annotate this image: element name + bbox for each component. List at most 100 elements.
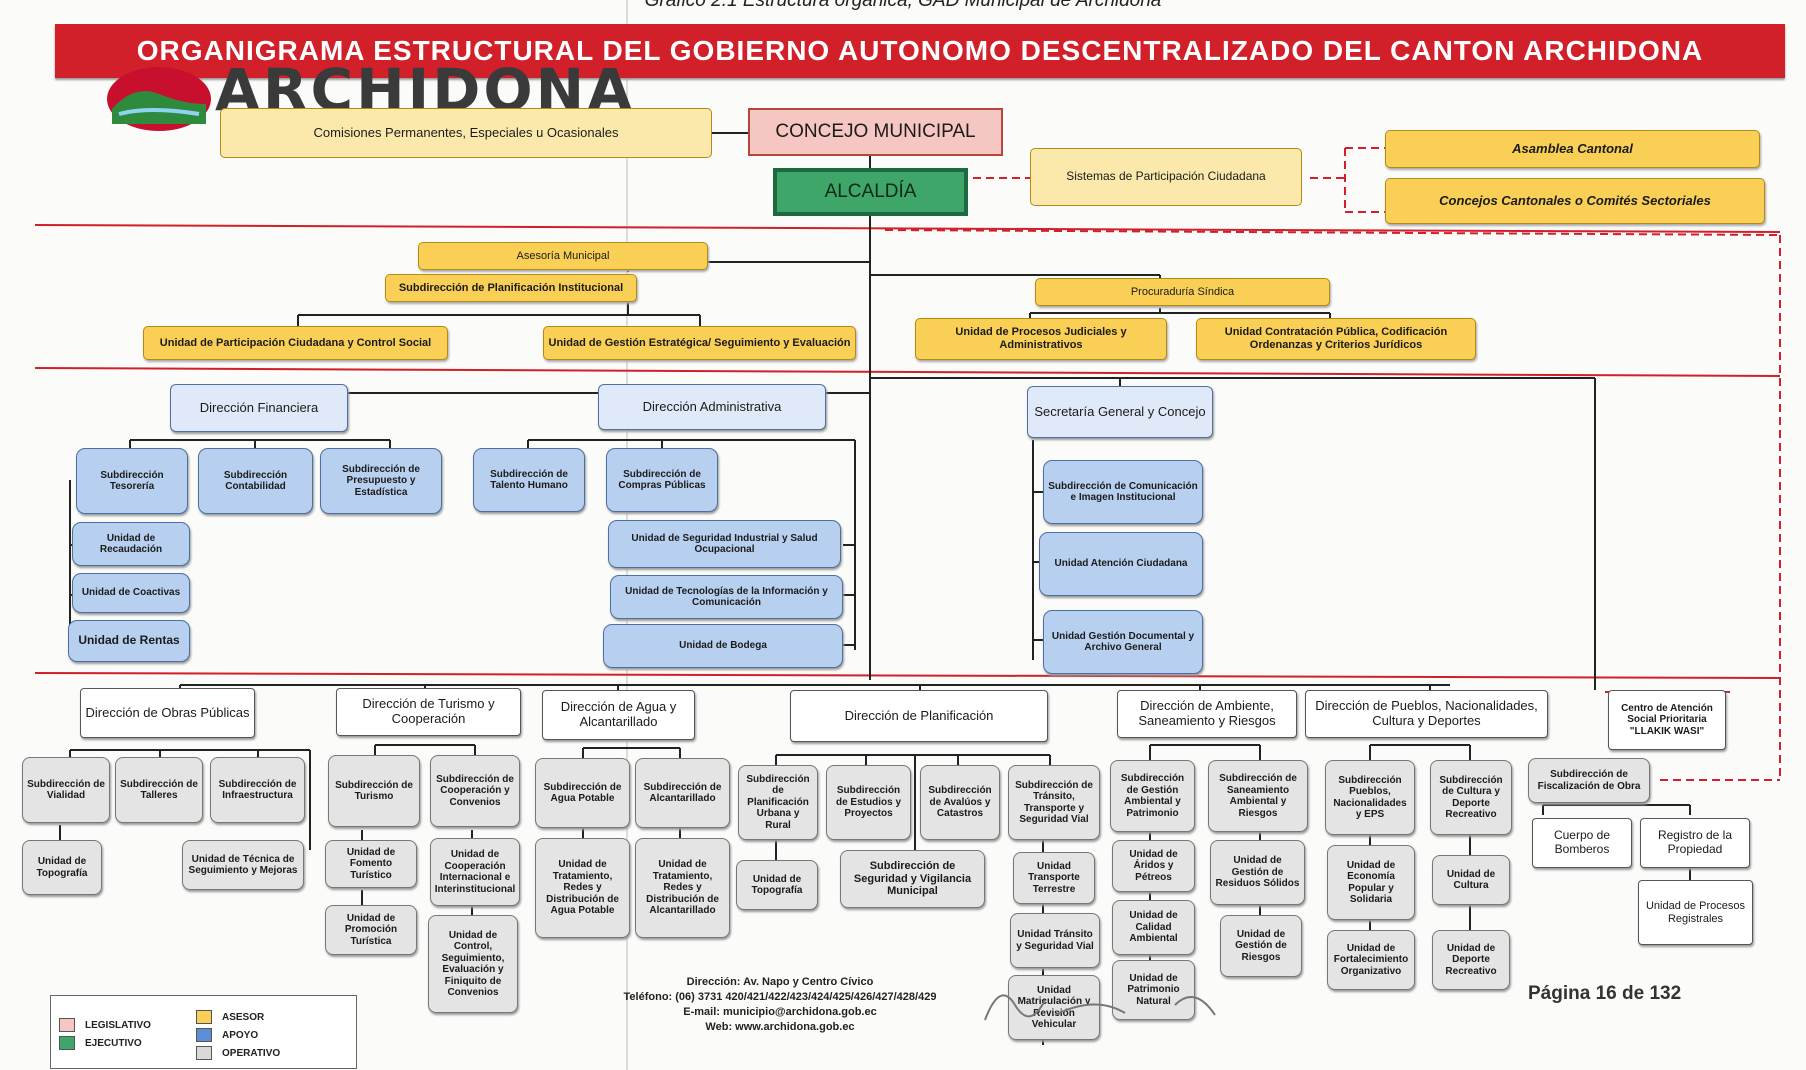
figure-caption: Gráfico 2.1 Estructura orgánica, GAD Mun… — [644, 0, 1162, 11]
unidad-matriculacion-box: Unidad Matriculación y Revisión Vehicula… — [1008, 975, 1100, 1040]
concejo-municipal-box: CONCEJO MUNICIPAL — [748, 108, 1003, 156]
comisiones-box: Comisiones Permanentes, Especiales u Oca… — [220, 108, 712, 158]
legend-legislativo: LEGISLATIVO — [59, 1018, 151, 1032]
unidad-fomento-turistico-box: Unidad de Fomento Turístico — [325, 840, 417, 888]
direccion-financiera-box: Dirección Financiera — [170, 384, 348, 432]
unidad-topografia-planificacion-box: Unidad de Topografía — [736, 860, 818, 910]
subdireccion-transito-box: Subdirección de Tránsito, Transporte y S… — [1008, 765, 1100, 840]
apoyo-swatch-icon — [196, 1028, 212, 1042]
legend-apoyo-label: APOYO — [222, 1029, 259, 1041]
centro-atencion-social-box: Centro de Atención Social Prioritaria "L… — [1608, 690, 1726, 750]
subdireccion-alcantarillado-box: Subdirección de Alcantarillado — [635, 758, 730, 828]
subdireccion-compras-publicas-box: Subdirección de Compras Públicas — [606, 448, 718, 512]
subdireccion-gestion-ambiental-box: Subdirección de Gestión Ambiental y Patr… — [1110, 760, 1195, 832]
footer-email: E-mail: municipio@archidona.gob.ec — [683, 1005, 877, 1018]
subdireccion-planificacion-institucional-box: Subdirección de Planificación Institucio… — [385, 274, 637, 302]
unidad-tratamiento-alcantarillado-box: Unidad de Tratamiento, Redes y Distribuc… — [635, 838, 730, 938]
unidad-cultura-box: Unidad de Cultura — [1432, 855, 1510, 905]
direccion-administrativa-box: Dirección Administrativa — [598, 384, 826, 430]
subdireccion-pueblos-box: Subdirección Pueblos, Nacionalidades y E… — [1325, 760, 1415, 835]
legend: LEGISLATIVO EJECUTIVO ASESOR APOYO OPERA… — [50, 995, 357, 1069]
unidad-coactivas-box: Unidad de Coactivas — [72, 573, 190, 613]
subdireccion-talento-humano-box: Subdirección de Talento Humano — [473, 448, 585, 512]
legend-ejecutivo-label: EJECUTIVO — [85, 1037, 142, 1049]
legend-operativo-label: OPERATIVO — [222, 1047, 281, 1059]
asesor-swatch-icon — [196, 1010, 212, 1024]
direccion-turismo-box: Dirección de Turismo y Cooperación — [336, 688, 521, 736]
subdireccion-vialidad-box: Subdirección de Vialidad — [22, 757, 110, 823]
subdireccion-comunicacion-box: Subdirección de Comunicación e Imagen In… — [1043, 460, 1203, 524]
asamblea-cantonal-box: Asamblea Cantonal — [1385, 130, 1760, 168]
unidad-tecnologias-box: Unidad de Tecnologías de la Información … — [610, 575, 843, 619]
unidad-deporte-recreativo-box: Unidad de Deporte Recreativo — [1432, 930, 1510, 990]
subdireccion-avaluos-box: Subdirección de Avalúos y Catastros — [920, 765, 1000, 840]
unidad-promocion-turistica-box: Unidad de Promoción Turística — [325, 905, 417, 955]
org-chart-title-banner: ORGANIGRAMA ESTRUCTURAL DEL GOBIERNO AUT… — [55, 24, 1785, 78]
footer-direccion: Dirección: Av. Napo y Centro Cívico — [686, 976, 874, 988]
unidad-economia-popular-box: Unidad de Economía Popular y Solidaria — [1327, 845, 1415, 920]
registro-propiedad-box: Registro de la Propiedad — [1640, 818, 1750, 868]
procuraduria-sindica-box: Procuraduría Síndica — [1035, 278, 1330, 306]
direccion-ambiente-box: Dirección de Ambiente, Saneamiento y Rie… — [1117, 690, 1297, 738]
sistemas-participacion-box: Sistemas de Participación Ciudadana — [1030, 148, 1302, 206]
cuerpo-bomberos-box: Cuerpo de Bomberos — [1532, 818, 1632, 868]
unidad-tecnica-seguimiento-box: Unidad de Técnica de Seguimiento y Mejor… — [182, 840, 304, 890]
unidad-aridos-box: Unidad de Áridos y Pétreos — [1112, 840, 1195, 892]
legend-ejecutivo: EJECUTIVO — [59, 1036, 142, 1050]
unidad-participacion-ciudadana-box: Unidad de Participación Ciudadana y Cont… — [143, 326, 448, 360]
subdireccion-agua-potable-box: Subdirección de Agua Potable — [535, 758, 630, 828]
subdireccion-fiscalizacion-box: Subdirección de Fiscalización de Obra — [1528, 758, 1650, 803]
legend-apoyo: APOYO — [196, 1028, 258, 1042]
legislativo-swatch-icon — [59, 1018, 75, 1032]
unidad-bodega-box: Unidad de Bodega — [603, 624, 843, 668]
unidad-residuos-box: Unidad de Gestión de Residuos Sólidos — [1210, 840, 1305, 905]
subdireccion-cooperacion-box: Subdirección de Cooperación y Convenios — [430, 755, 520, 827]
concejos-cantonales-box: Concejos Cantonales o Comités Sectoriale… — [1385, 178, 1765, 224]
unidad-procesos-registrales-box: Unidad de Procesos Registrales — [1638, 880, 1753, 945]
unidad-calidad-ambiental-box: Unidad de Calidad Ambiental — [1112, 900, 1195, 955]
unidad-seguridad-industrial-box: Unidad de Seguridad Industrial y Salud O… — [608, 520, 841, 568]
subdireccion-contabilidad-box: Subdirección Contabilidad — [198, 448, 313, 514]
subdireccion-talleres-box: Subdirección de Talleres — [115, 757, 203, 823]
footer-telefono: Teléfono: (06) 3731 420/421/422/423/424/… — [623, 990, 937, 1003]
subdireccion-tesoreria-box: Subdirección Tesorería — [76, 448, 188, 514]
unidad-topografia-obras-box: Unidad de Topografía — [22, 840, 102, 895]
unidad-gestion-documental-box: Unidad Gestión Documental y Archivo Gene… — [1043, 610, 1203, 674]
unidad-procesos-judiciales-box: Unidad de Procesos Judiciales y Administ… — [915, 318, 1167, 360]
subdireccion-estudios-box: Subdirección de Estudios y Proyectos — [826, 765, 911, 840]
subdireccion-presupuesto-box: Subdirección de Presupuesto y Estadístic… — [320, 448, 442, 514]
legend-legislativo-label: LEGISLATIVO — [85, 1019, 151, 1031]
unidad-recaudacion-box: Unidad de Recaudación — [72, 522, 190, 566]
unidad-gestion-estrategica-box: Unidad de Gestión Estratégica/ Seguimien… — [543, 326, 856, 360]
unidad-control-convenios-box: Unidad de Control, Seguimiento, Evaluaci… — [428, 915, 518, 1013]
subdireccion-vigilancia-box: Subdirección de Seguridad y Vigilancia M… — [840, 850, 985, 908]
unidad-tratamiento-agua-box: Unidad de Tratamiento, Redes y Distribuc… — [535, 838, 630, 938]
unidad-riesgos-box: Unidad de Gestión de Riesgos — [1220, 915, 1302, 977]
unidad-transporte-terrestre-box: Unidad Transporte Terrestre — [1013, 852, 1095, 904]
signature-watermark-icon — [984, 994, 1216, 1021]
page-number: Página 16 de 132 — [1528, 983, 1682, 1004]
unidad-transito-vial-box: Unidad Tránsito y Seguridad Vial — [1010, 913, 1100, 968]
direccion-planificacion-box: Dirección de Planificación — [790, 690, 1048, 742]
ejecutivo-swatch-icon — [59, 1036, 75, 1050]
unidad-patrimonio-natural-box: Unidad de Patrimonio Natural — [1112, 960, 1195, 1020]
legend-asesor: ASESOR — [196, 1010, 264, 1024]
direccion-agua-alcantarillado-box: Dirección de Agua y Alcantarillado — [542, 690, 695, 740]
unidad-atencion-ciudadana-box: Unidad Atención Ciudadana — [1039, 532, 1203, 596]
subdireccion-infraestructura-box: Subdirección de Infraestructura — [210, 757, 305, 823]
footer-web: Web: www.archidona.gob.ec — [705, 1020, 855, 1033]
footer-contact: Dirección: Av. Napo y Centro Cívico Telé… — [590, 975, 970, 1034]
direccion-pueblos-box: Dirección de Pueblos, Nacionalidades, Cu… — [1305, 690, 1548, 738]
legend-operativo: OPERATIVO — [196, 1046, 280, 1060]
subdireccion-cultura-deporte-box: Subdirección de Cultura y Deporte Recrea… — [1430, 760, 1512, 835]
unidad-cooperacion-internacional-box: Unidad de Cooperación Internacional e In… — [430, 838, 520, 906]
direccion-obras-publicas-box: Dirección de Obras Públicas — [80, 688, 255, 738]
secretaria-general-box: Secretaría General y Concejo — [1027, 386, 1213, 438]
unidad-rentas-box: Unidad de Rentas — [68, 620, 190, 662]
unidad-contratacion-publica-box: Unidad Contratación Pública, Codificació… — [1196, 318, 1476, 360]
subdireccion-planificacion-urbana-box: Subdirección de Planificación Urbana y R… — [738, 765, 818, 840]
operativo-swatch-icon — [196, 1046, 212, 1060]
subdireccion-saneamiento-box: Subdirección de Saneamiento Ambiental y … — [1208, 760, 1308, 832]
